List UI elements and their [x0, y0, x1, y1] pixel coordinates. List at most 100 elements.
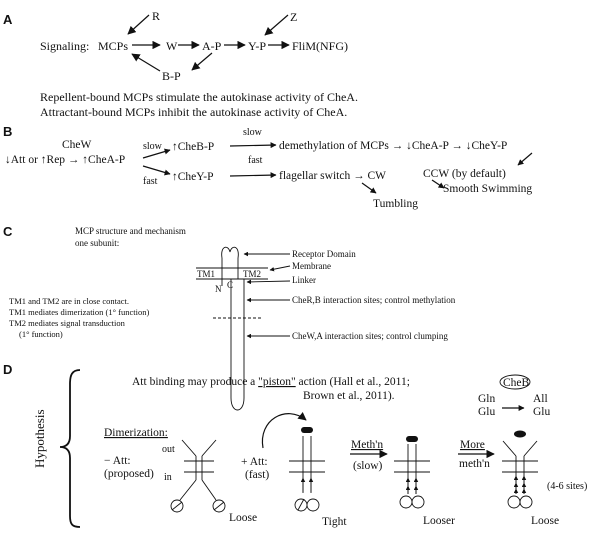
more-label: More: [460, 439, 485, 451]
panel-d: D Hypothesis Att binding may produce a "…: [3, 362, 587, 528]
all-label: All: [533, 393, 548, 405]
panel-a-line-2: Attractant-bound MCPs inhibit the autoki…: [40, 105, 347, 119]
hypothesis-label: Hypothesis: [32, 410, 47, 469]
tm2-label: TM2: [243, 269, 261, 279]
arrow-r-mcps: [127, 14, 150, 35]
arrow-cw-tumbling: [361, 182, 377, 194]
panel-c-letter: C: [3, 224, 13, 239]
slow-label-2: slow: [243, 127, 263, 138]
node-w: W: [166, 39, 178, 53]
looser-label: Looser: [423, 515, 455, 527]
hypothesis-brace: [59, 369, 81, 528]
fast-label-2: fast: [248, 155, 263, 166]
tumbling-label: Tumbling: [373, 198, 418, 210]
methn-label: Meth'n: [351, 439, 383, 451]
node-r: R: [152, 9, 160, 23]
demethylation-chain: demethylation of MCPs → ↓CheA-P → ↓CheY-…: [279, 140, 507, 152]
dimer-minus-att: [170, 439, 226, 513]
chew-label: CheW: [62, 139, 92, 151]
dimer1-head-right-slash: [213, 501, 225, 511]
curved-arrow-att-binding: [261, 412, 307, 449]
attractant-ligand-3: [514, 430, 526, 438]
sites-label: (4-6 sites): [547, 481, 587, 492]
n-label: N: [215, 284, 222, 294]
fast-label-1: fast: [143, 176, 158, 187]
glu-label: Glu: [478, 406, 496, 418]
dimer4-arm-right-top: [523, 440, 538, 457]
out-label: out: [162, 444, 175, 455]
tm1-label: TM1: [197, 269, 215, 279]
tm-note-3: TM2 mediates signal transduction: [9, 318, 126, 328]
cheb-circle: [499, 374, 531, 390]
panel-c: C MCP structure and mechanism one subuni…: [3, 224, 456, 411]
dimer4-head-left: [507, 495, 521, 509]
loose-label-2: Loose: [531, 515, 559, 527]
piston-line-2: Brown et al., 2011).: [303, 390, 395, 402]
arrow-ap-bp: [191, 52, 213, 71]
chey-p-label: ↑CheY-P: [172, 171, 214, 183]
dimer4-arm-left-top: [502, 440, 517, 457]
tight-label: Tight: [322, 516, 347, 528]
receptor-domain-shape: [221, 246, 239, 259]
ccw-label: CCW (by default): [423, 168, 506, 180]
arrow-cheb-demeth: [229, 142, 277, 149]
node-bp: B-P: [162, 69, 181, 83]
dimer1-head-left-slash: [171, 501, 183, 511]
in-label: in: [164, 472, 172, 483]
node-ap: A-P: [202, 39, 222, 53]
c-label: C: [227, 280, 233, 290]
arrow-membrane: [269, 265, 291, 272]
node-mcps: MCPs: [98, 39, 128, 53]
linker-label: Linker: [292, 275, 316, 285]
dimer-plus-att: [289, 427, 325, 512]
signaling-label: Signaling:: [40, 39, 89, 53]
loose-label: Loose: [229, 512, 257, 524]
smooth-swimming-label: Smooth Swimming: [443, 183, 532, 195]
plus-att-label: + Att:: [241, 456, 268, 468]
dimer1-head-right: [212, 499, 226, 513]
node-z: Z: [290, 10, 297, 24]
dimer1-head-left: [170, 499, 184, 513]
dimer3-head-left: [399, 495, 413, 509]
flagellar-switch: flagellar switch → CW: [279, 170, 386, 182]
arrow-chea-cheb: [142, 148, 171, 159]
methn-label-2: meth'n: [459, 458, 490, 470]
mcp-title-1: MCP structure and mechanism: [75, 226, 186, 236]
attractant-ligand-1: [301, 427, 313, 433]
cheb-label: CheB: [503, 377, 530, 389]
arrow-bp-mcps: [131, 53, 161, 72]
dimer2-head-left-slash: [297, 498, 305, 511]
arrow-z-yp: [264, 14, 289, 36]
membrane-label: Membrane: [292, 261, 331, 271]
mcp-title-2: one subunit:: [75, 238, 119, 248]
node-flim: FliM(NFG): [292, 39, 348, 53]
panel-a-line-1: Repellent-bound MCPs stimulate the autok…: [40, 90, 358, 104]
arrow-ccw-smooth: [431, 179, 445, 189]
fast-label: (fast): [245, 469, 269, 481]
tm-note-4: (1° function): [19, 329, 63, 339]
cytoplasmic-domain: [230, 279, 245, 411]
node-yp: Y-P: [248, 39, 266, 53]
arrow-chey-ccw: [517, 152, 533, 166]
dimer1-leg-left: [179, 479, 197, 501]
dimer-methylated: [394, 436, 430, 509]
arrow-chey-flag: [229, 172, 277, 179]
dimer2-head-right: [306, 498, 320, 512]
dimer1-leg-right: [201, 479, 217, 501]
attractant-ligand-2: [406, 436, 418, 442]
chewa-label: CheW,A interaction sites; control clumpi…: [292, 331, 448, 341]
slow-label: (slow): [353, 460, 383, 472]
panel-a-letter: A: [3, 12, 13, 27]
piston-pre: Att binding may produce a: [132, 376, 258, 388]
tm-note-1: TM1 and TM2 are in close contact.: [9, 296, 129, 306]
panel-b-letter: B: [3, 124, 12, 139]
dimer4-head-right: [519, 495, 533, 509]
start-chain: ↓Att or ↑Rep → ↑CheA-P: [5, 154, 125, 166]
glu-label-2: Glu: [533, 406, 551, 418]
tm-note-2: TM1 mediates dimerization (1° function): [9, 307, 149, 317]
slow-label-1: slow: [143, 141, 163, 152]
proposed-label: (proposed): [104, 468, 154, 480]
dimer1-arm-left-top: [181, 439, 197, 457]
piston-line-1: Att binding may produce a "piston" actio…: [132, 376, 410, 388]
